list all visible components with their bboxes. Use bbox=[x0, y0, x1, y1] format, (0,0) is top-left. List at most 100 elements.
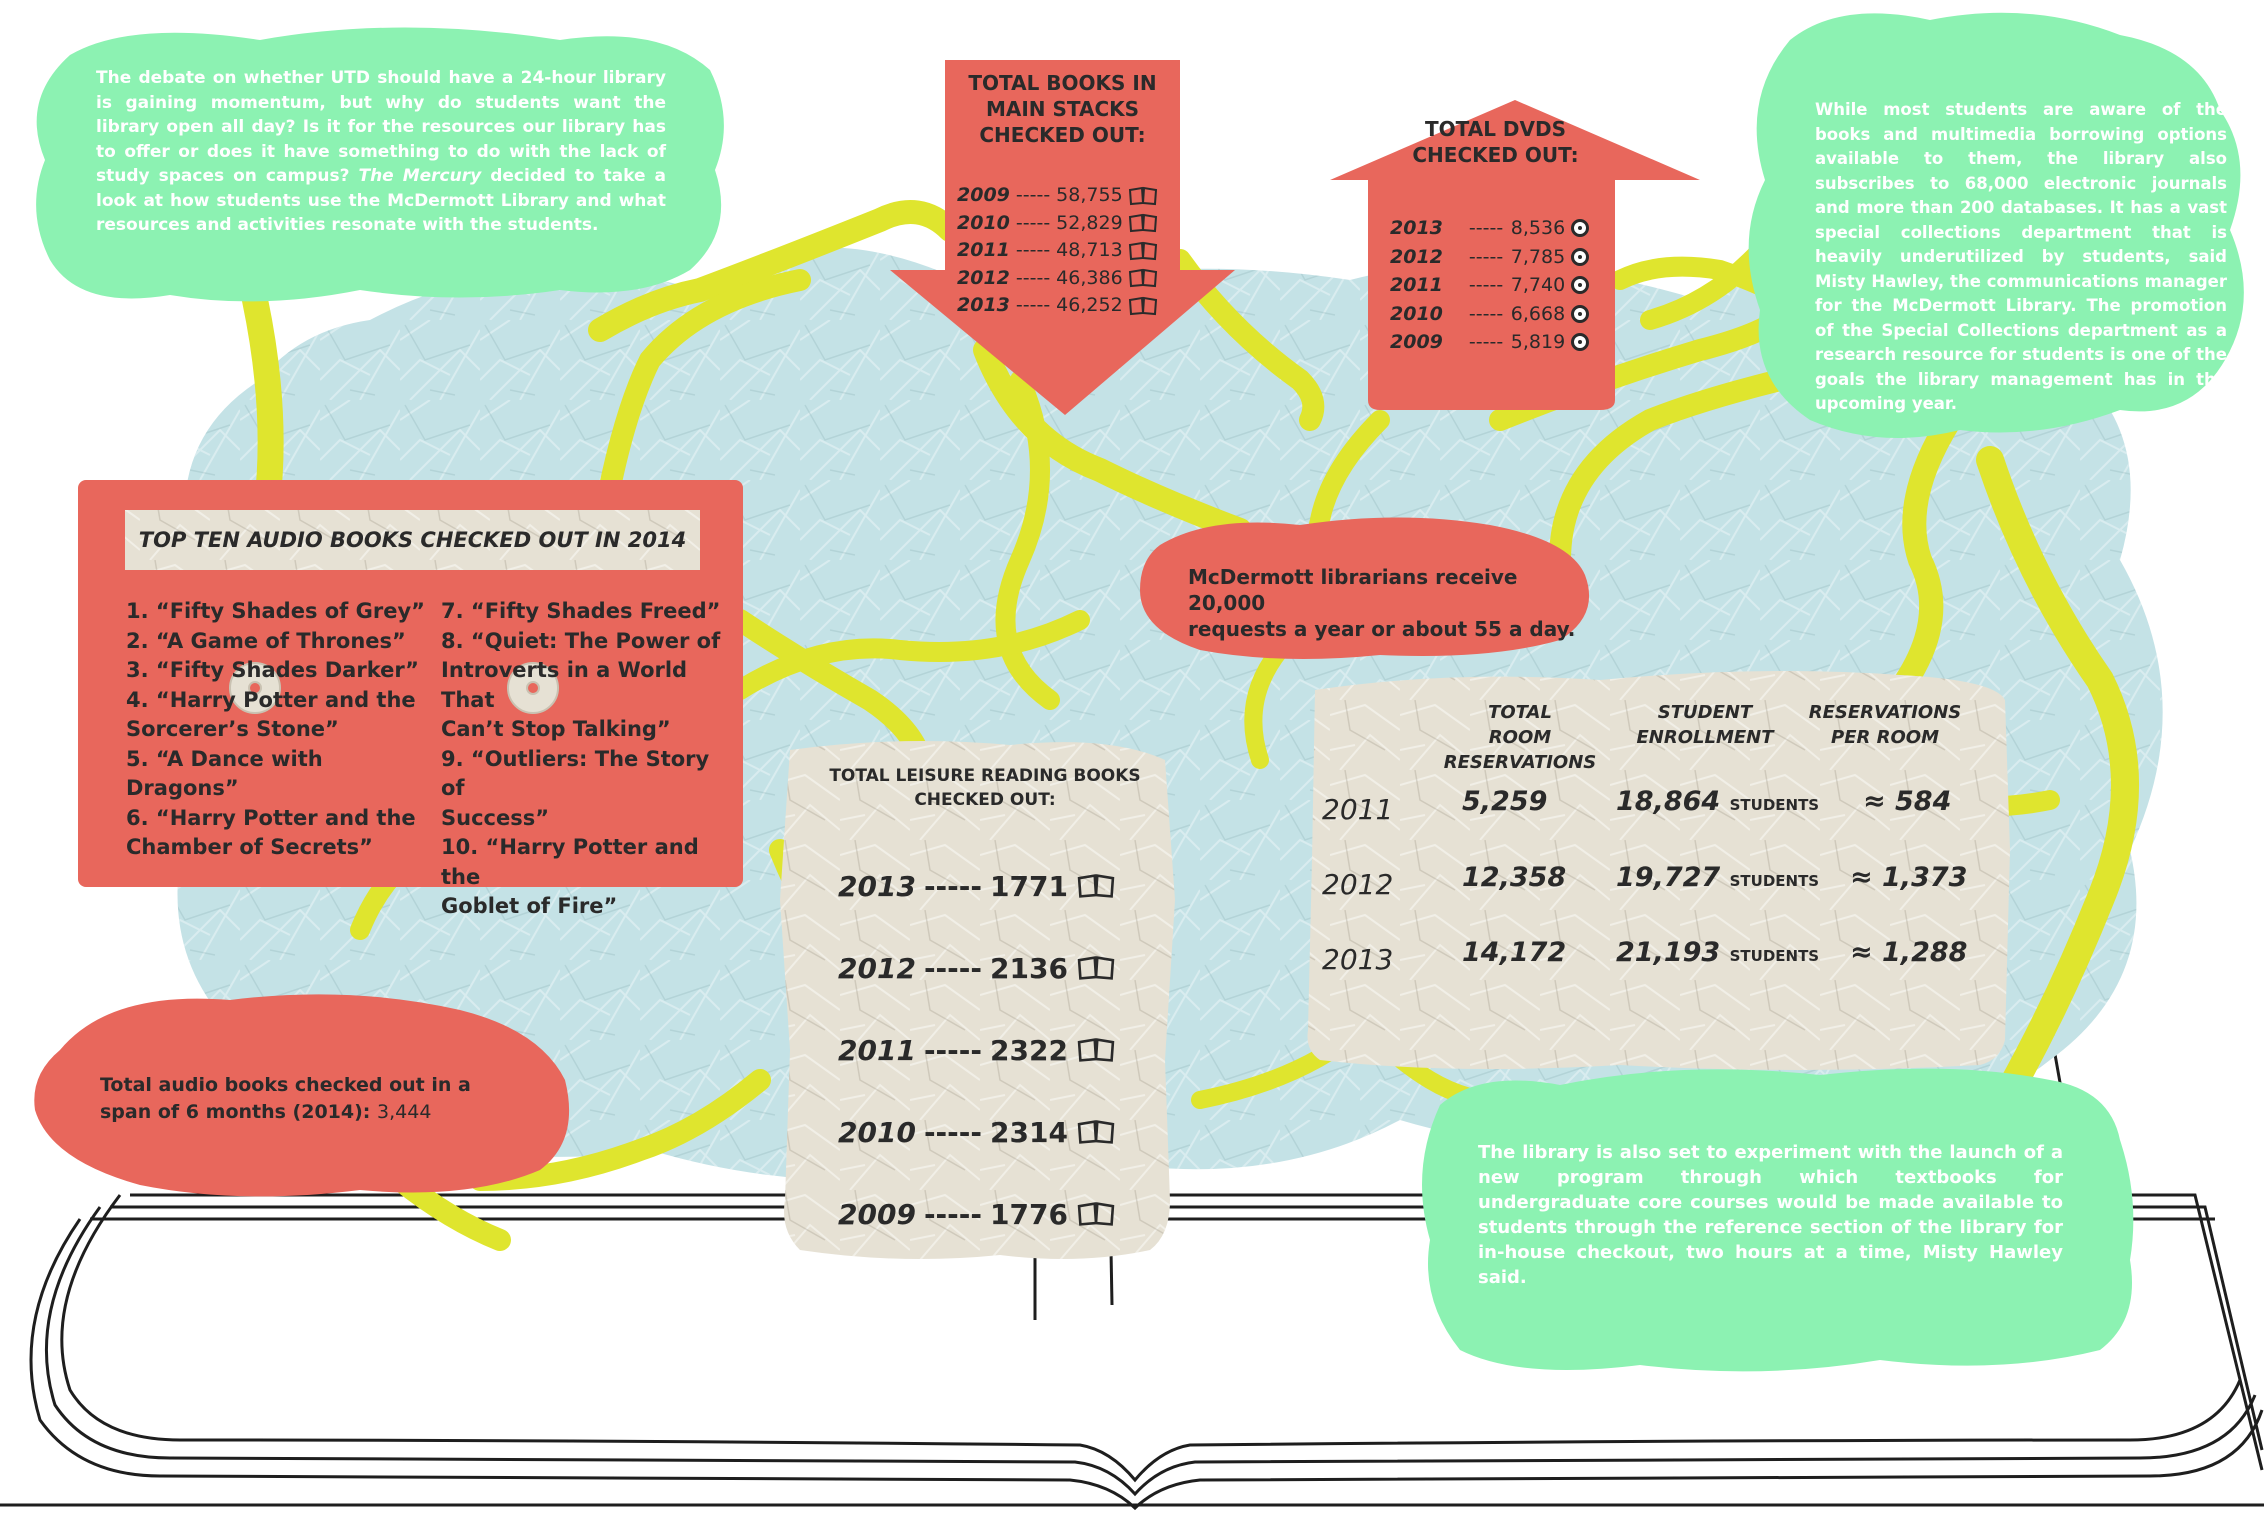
main-stacks-row: 2009-----58,755 bbox=[957, 182, 1158, 210]
header-enrollment: STUDENT ENROLLMENT bbox=[1630, 700, 1780, 750]
room-enrollment-value: 19,727 STUDENTS bbox=[1616, 862, 1819, 893]
leisure-value: 2136 bbox=[990, 951, 1068, 985]
audio-book-item: 6. “Harry Potter and the bbox=[126, 805, 416, 830]
dvds-row: 2009-----5,819 bbox=[1390, 328, 1590, 357]
students-label: STUDENTS bbox=[1729, 796, 1820, 814]
leisure-year: 2011 bbox=[838, 1033, 916, 1067]
book-icon bbox=[1077, 1202, 1115, 1226]
leisure-title-line-1: TOTAL LEISURE READING BOOKS bbox=[829, 766, 1141, 786]
dvds-value: 7,740 bbox=[1510, 274, 1566, 296]
audio-total-line-2: span of 6 months (2014): 3,444 bbox=[100, 1099, 540, 1126]
book-icon bbox=[1129, 241, 1158, 260]
leisure-year: 2009 bbox=[838, 1197, 916, 1231]
main-stacks-value: 46,252 bbox=[1056, 294, 1123, 316]
leisure-year: 2010 bbox=[838, 1115, 916, 1149]
header-reservations: TOTAL ROOM RESERVATIONS bbox=[1410, 700, 1630, 775]
leisure-row: 2010-----2314 bbox=[838, 1091, 1116, 1173]
red-shapes bbox=[34, 60, 1700, 1197]
main-stacks-row: 2011-----48,713 bbox=[957, 237, 1158, 265]
students-label: STUDENTS bbox=[1729, 872, 1820, 890]
dash-separator: ----- bbox=[1468, 331, 1504, 353]
audio-book-item: Introverts in a World That bbox=[441, 658, 688, 712]
dvds-year: 2010 bbox=[1390, 302, 1443, 325]
intro-text-end: decided to take a look at how students u… bbox=[96, 166, 667, 235]
main-stacks-year: 2011 bbox=[957, 239, 1010, 261]
requests-line-2: requests a year or about 55 a day. bbox=[1188, 617, 1576, 641]
disc-icon bbox=[1571, 333, 1590, 352]
leisure-value: 1776 bbox=[990, 1197, 1068, 1231]
green-cloud-electronic bbox=[1748, 12, 2244, 439]
leisure-row: 2013-----1771 bbox=[838, 845, 1116, 927]
main-stacks-value: 58,755 bbox=[1056, 184, 1123, 206]
room-per-room-value: ≈ 1,373 bbox=[1850, 862, 1968, 893]
room-year: 2011 bbox=[1322, 793, 1394, 826]
red-arrow-down bbox=[890, 60, 1235, 415]
green-clouds bbox=[36, 12, 2244, 1372]
audio-book-item: 3. “Fifty Shades Darker” bbox=[126, 658, 419, 682]
dvds-value: 8,536 bbox=[1510, 217, 1566, 239]
dash-separator: ----- bbox=[923, 1033, 983, 1067]
electronic-resources-note: While most students are aware of the boo… bbox=[1815, 100, 2227, 413]
audio-book-item: Goblet of Fire” bbox=[441, 894, 618, 918]
header-per-room: RESERVATIONS PER ROOM bbox=[1800, 700, 1970, 750]
leisure-value: 1771 bbox=[990, 869, 1068, 903]
dvds-row: 2011 ----- 7,740 bbox=[1390, 271, 1590, 300]
dash-separator: ----- bbox=[1015, 211, 1051, 234]
dash-separator: ----- bbox=[1015, 239, 1051, 261]
book-icon bbox=[1077, 1038, 1115, 1062]
audio-book-item: 2. “A Game of Thrones” bbox=[126, 628, 406, 653]
audio-book-item: 4. “Harry Potter and the bbox=[126, 687, 416, 712]
room-reservations-value: 12,358 bbox=[1462, 862, 1567, 893]
main-stacks-year: 2012 bbox=[957, 266, 1010, 289]
book-icon bbox=[1129, 186, 1158, 205]
enrollment-number: 21,193 bbox=[1616, 937, 1721, 968]
dash-separator: ----- bbox=[923, 1115, 983, 1149]
dvds-row: 2012-----7,785 bbox=[1390, 243, 1590, 272]
audio-total-line-1: Total audio books checked out in a bbox=[100, 1074, 471, 1096]
audio-total-note: Total audio books checked out in a span … bbox=[100, 1072, 540, 1126]
header-reservations-line-2: ROOM RESERVATIONS bbox=[1443, 727, 1597, 773]
book-icon bbox=[1077, 956, 1115, 980]
textbook-program-note: The library is also set to experiment wi… bbox=[1478, 1142, 2063, 1288]
dvds-year: 2012 bbox=[1390, 245, 1443, 268]
dash-separator: ----- bbox=[1468, 274, 1504, 296]
red-arrow-up bbox=[1330, 100, 1700, 410]
main-stacks-list: 2009-----58,755 2010-----52,829 2011----… bbox=[957, 182, 1158, 320]
audio-book-item: Sorcerer’s Stone” bbox=[126, 717, 339, 741]
room-year: 2013 bbox=[1322, 943, 1394, 976]
room-reservations-value: 14,172 bbox=[1462, 937, 1567, 968]
dash-separator: ----- bbox=[923, 869, 983, 903]
audio-book-item: 9. “Outliers: The Story of bbox=[441, 746, 710, 801]
room-enrollment-value: 21,193 STUDENTS bbox=[1616, 937, 1819, 968]
disc-icon bbox=[1571, 247, 1590, 266]
requests-line-1: McDermott librarians receive 20,000 bbox=[1188, 565, 1518, 615]
book-icon bbox=[1129, 214, 1158, 233]
audio-book-item: 5. “A Dance with Dragons” bbox=[126, 746, 323, 801]
header-enrollment-line-2: ENROLLMENT bbox=[1636, 727, 1774, 748]
dvds-value: 5,819 bbox=[1510, 331, 1566, 353]
requests-note: McDermott librarians receive 20,000 requ… bbox=[1188, 564, 1588, 642]
dash-separator: ----- bbox=[923, 1197, 983, 1231]
dash-separator: ----- bbox=[1468, 302, 1504, 325]
students-label: STUDENTS bbox=[1729, 947, 1820, 965]
book-icon bbox=[1129, 296, 1158, 315]
publication-name: The Mercury bbox=[358, 166, 482, 186]
main-stacks-value: 48,713 bbox=[1056, 239, 1123, 261]
audio-book-item: Chamber of Secrets” bbox=[126, 835, 373, 859]
dash-separator: ----- bbox=[1468, 217, 1504, 239]
room-per-room-value: ≈ 1,288 bbox=[1850, 937, 1968, 968]
red-audio-panel bbox=[78, 480, 743, 887]
audio-book-item: Success” bbox=[441, 805, 550, 830]
header-enrollment-line-1: STUDENT bbox=[1657, 702, 1753, 723]
main-stacks-value: 52,829 bbox=[1056, 211, 1123, 234]
header-reservations-line-1: TOTAL bbox=[1488, 702, 1552, 723]
main-stacks-year: 2010 bbox=[957, 211, 1010, 234]
audio-books-column-2: 7. “Fifty Shades Freed” 8. “Quiet: The P… bbox=[441, 597, 736, 922]
leisure-value: 2314 bbox=[990, 1115, 1068, 1149]
dvds-year: 2011 bbox=[1390, 274, 1443, 296]
main-stacks-row: 2012-----46,386 bbox=[957, 265, 1158, 293]
audio-book-item: 8. “Quiet: The Power of bbox=[441, 628, 721, 653]
leisure-value: 2322 bbox=[990, 1033, 1068, 1067]
dvds-row: 2010-----6,668 bbox=[1390, 300, 1590, 329]
